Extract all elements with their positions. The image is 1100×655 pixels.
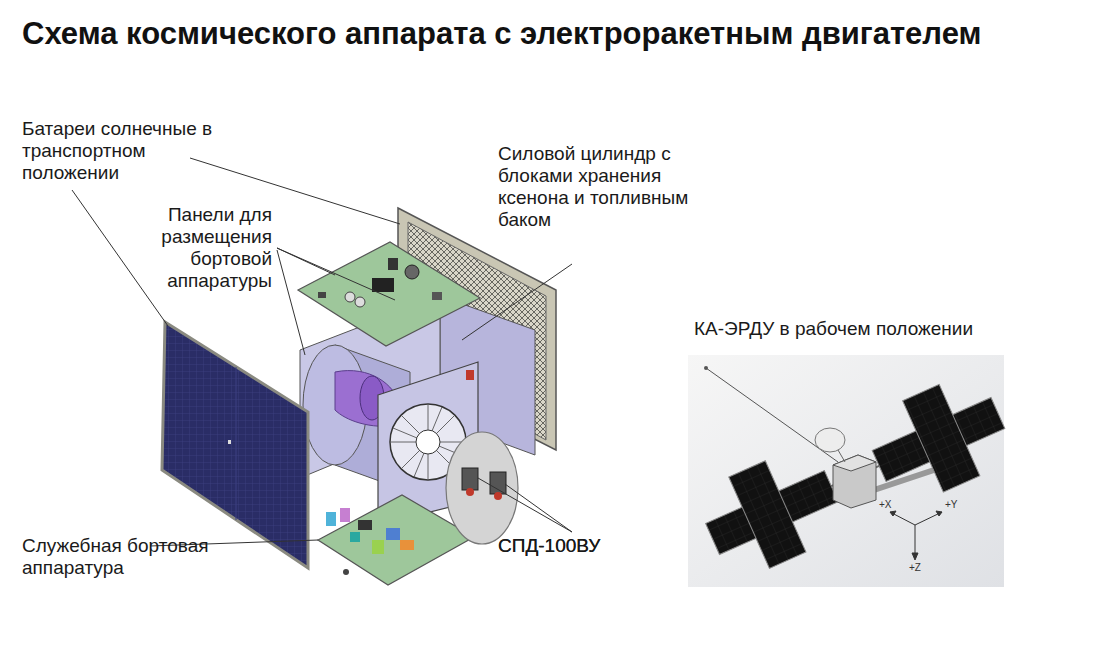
inset-picture [688, 355, 1004, 587]
inset-picture [890, 511, 942, 560]
inset-picture [692, 434, 865, 584]
inset-frame: КА-ЭРДУ в рабочем положении [694, 318, 1004, 340]
front-solar-panel [228, 440, 231, 444]
leader-lines [462, 264, 572, 340]
front-panel [428, 405, 429, 430]
thruster-disk [446, 432, 518, 544]
thruster-disk [466, 488, 474, 496]
top-equipment-panel [372, 278, 394, 292]
leader-lines [72, 190, 168, 326]
top-equipment-panel [388, 258, 398, 270]
inset-picture [912, 553, 918, 560]
top-equipment-panel [318, 292, 326, 298]
thruster-disk [446, 432, 518, 544]
front-panel [436, 416, 454, 434]
leader-lines [478, 478, 572, 532]
front-panel [432, 407, 442, 431]
leader-lines [72, 158, 572, 546]
bottom-equipment-panel [372, 540, 384, 554]
thruster-disk [494, 492, 502, 500]
inset-picture [890, 511, 896, 516]
front-panel [466, 370, 474, 380]
inset-picture [815, 428, 845, 452]
front-panel [391, 442, 416, 443]
bottom-equipment-panel [343, 569, 349, 575]
bottom-equipment-panel [326, 512, 336, 526]
inset-picture [833, 455, 876, 508]
thruster-disk [490, 472, 506, 494]
part-label: Силовой цилиндр с блоками хранения ксено… [498, 143, 708, 231]
inset-picture [688, 355, 1018, 587]
top-equipment-panel [298, 242, 480, 346]
front-panel [428, 454, 429, 479]
leader-lines [505, 484, 572, 532]
front-panel [402, 450, 420, 468]
top-equipment-panel [432, 292, 442, 300]
part-label: СПД-100ВУ [498, 535, 638, 557]
top-equipment-panel [355, 297, 365, 307]
bottom-equipment-panel [400, 540, 414, 550]
inset-picture [903, 384, 980, 492]
part-label: Служебная бортовая аппаратура [22, 535, 222, 579]
axis-label: +X [879, 499, 899, 511]
bottom-equipment-panel [340, 508, 350, 522]
front-solar-panel [236, 367, 237, 520]
front-panel [402, 416, 420, 434]
leader-lines [277, 248, 395, 300]
bottom-equipment-panel [386, 528, 400, 540]
part-label: СПД-100ВУ [498, 535, 508, 557]
top-equipment-panel [345, 292, 355, 302]
inset-picture [833, 455, 876, 471]
leader-lines [277, 250, 305, 355]
front-panel [393, 428, 417, 438]
inset-picture [838, 450, 845, 462]
bottom-equipment-panel [358, 520, 372, 530]
part-label: Батареи солнечные в транспортном положен… [22, 118, 222, 184]
inset-picture [729, 461, 806, 569]
top-equipment-panel [298, 242, 480, 346]
front-panel [414, 453, 424, 477]
inset-picture [704, 366, 708, 370]
part-label: Панели для размещения бортовой аппаратур… [100, 204, 272, 292]
inset-picture [915, 512, 942, 525]
axis-label: +Y [945, 499, 965, 511]
inset-heading: КА-ЭРДУ в рабочем положении [694, 318, 1004, 340]
front-solar-panel [162, 322, 308, 568]
axis-label: +Z [909, 562, 929, 574]
inset-picture [890, 512, 915, 525]
front-solar-panel [162, 322, 308, 568]
inset-picture [936, 511, 942, 516]
thruster-disk [462, 468, 478, 490]
bottom-equipment-panel [350, 532, 360, 542]
diagram-title: Схема космического аппарата с электрорак… [22, 14, 981, 54]
top-equipment-panel [405, 265, 419, 279]
